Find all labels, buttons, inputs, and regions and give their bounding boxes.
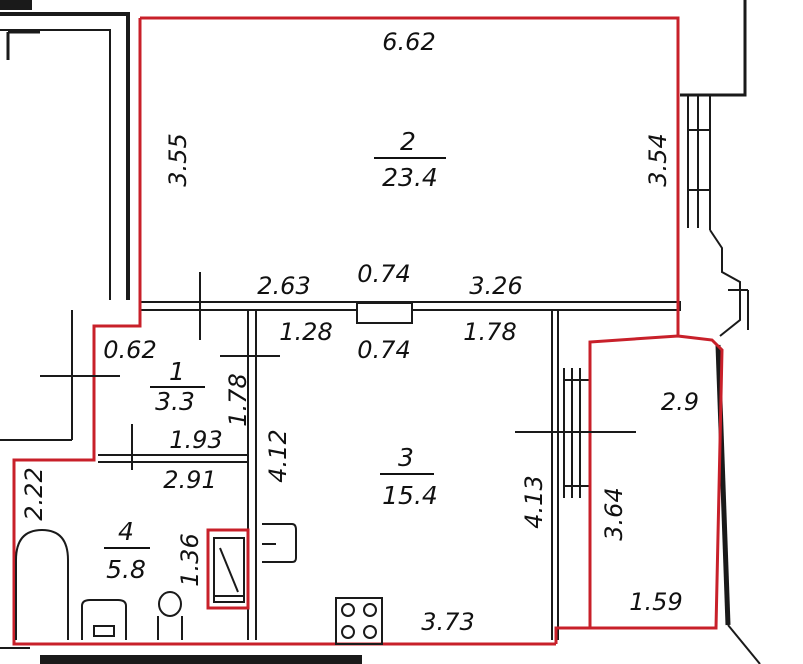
dim-wall-a: 2.63 — [257, 272, 310, 300]
dim-balcony-bottom: 1.59 — [629, 588, 682, 616]
room-2-area: 23.4 — [382, 163, 438, 192]
room-3-number: 3 — [398, 443, 414, 472]
dim-balcony-top: 2.9 — [661, 388, 699, 416]
dim-opening: 0.74 — [357, 260, 410, 288]
dim-room3-left: 4.12 — [264, 429, 292, 482]
dim-room1-height: 1.78 — [224, 373, 252, 426]
dim-room1-left: 0.62 — [103, 336, 156, 364]
bathtub-icon — [15, 528, 69, 640]
dim-balcony-side: 3.64 — [600, 487, 628, 540]
dim-wall-b: 3.26 — [469, 272, 522, 300]
stove-icon — [335, 597, 383, 645]
kitchen-sink-icon — [262, 523, 297, 563]
room-3-area: 15.4 — [382, 481, 438, 510]
room-1-number: 1 — [169, 357, 185, 386]
dim-kitchen-opening: 0.74 — [357, 336, 410, 364]
room-2-number: 2 — [400, 127, 416, 156]
dimension-ticks — [40, 272, 636, 470]
dim-room2-right: 3.54 — [644, 133, 672, 186]
room-4-number: 4 — [118, 517, 134, 546]
sink-icon — [81, 599, 127, 640]
dimension-labels: 6.62 3.55 3.54 2.63 0.74 3.26 1.28 0.74 … — [20, 28, 699, 636]
dim-room3-bottom: 3.73 — [421, 608, 474, 636]
apartment-outline — [12, 16, 724, 646]
dim-kitchen-b: 1.78 — [463, 318, 516, 346]
room-1-area: 3.3 — [155, 387, 195, 416]
dim-room2-top: 6.62 — [382, 28, 435, 56]
dim-room2-left: 3.55 — [164, 133, 192, 186]
fixtures — [15, 523, 383, 645]
room-labels: 2 23.4 1 3.3 3 15.4 4 5.8 — [104, 127, 446, 584]
dim-room3-right: 4.13 — [520, 475, 548, 528]
room-4-area: 5.8 — [106, 555, 146, 584]
dim-room1-bottom: 1.93 — [169, 426, 222, 454]
dim-room4-wall: 1.36 — [176, 533, 204, 586]
toilet-icon — [158, 591, 182, 617]
washing-machine-icon — [213, 537, 245, 603]
dim-room4-top: 2.91 — [163, 466, 216, 494]
dim-kitchen-a: 1.28 — [279, 318, 332, 346]
dim-room4-left: 2.22 — [20, 467, 48, 520]
